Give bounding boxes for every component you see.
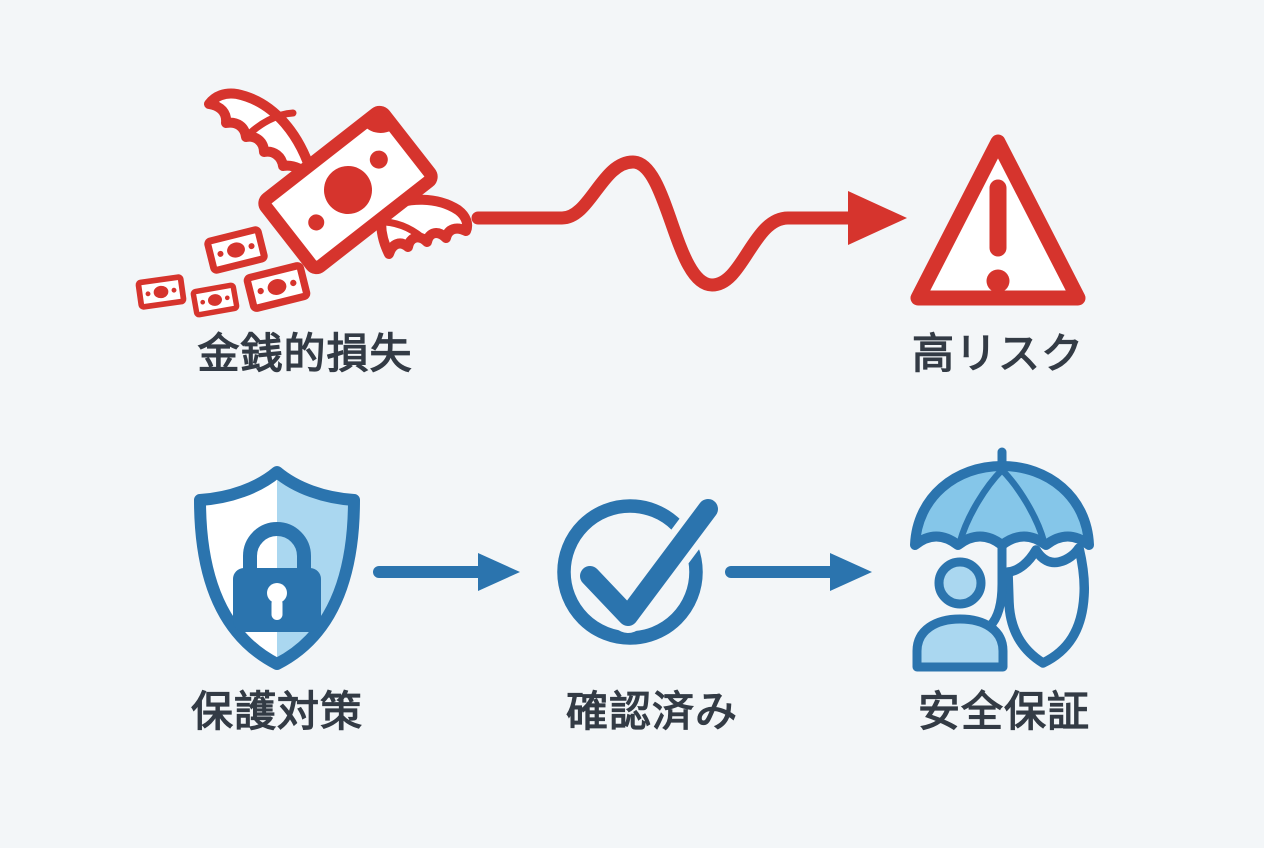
person-icon: [912, 557, 1008, 672]
label-safety-guarantee: 安全保証: [917, 688, 1090, 735]
banknote-main: [258, 105, 438, 275]
label-monetary-loss: 金銭的損失: [197, 330, 413, 377]
umbrella-pole: [985, 465, 1007, 631]
wing-left: [204, 88, 318, 183]
label-verified: 確認済み: [565, 688, 738, 735]
check-circle-icon: [557, 492, 725, 645]
banknote-small-2: [204, 226, 268, 274]
wavy-arrow-right-icon: [471, 155, 907, 292]
label-high-risk: 高リスク: [911, 330, 1084, 377]
flying-money-icon: [135, 88, 473, 318]
shield-lock-icon: [194, 466, 360, 670]
wing-right: [376, 194, 473, 259]
arrow-right-icon: [725, 553, 872, 591]
umbrella-canopy: [910, 447, 1094, 550]
arrow-right-icon: [373, 553, 520, 591]
banknote-small-4: [243, 262, 311, 312]
small-shield-icon: [1003, 543, 1089, 668]
banknote-small-3: [190, 282, 240, 318]
label-protection: 保護対策: [190, 688, 363, 735]
banknote-small-1: [135, 274, 187, 310]
padlock-icon: [233, 522, 321, 632]
umbrella-person-shield-icon: [910, 447, 1094, 672]
warning-triangle-icon: [910, 134, 1086, 306]
